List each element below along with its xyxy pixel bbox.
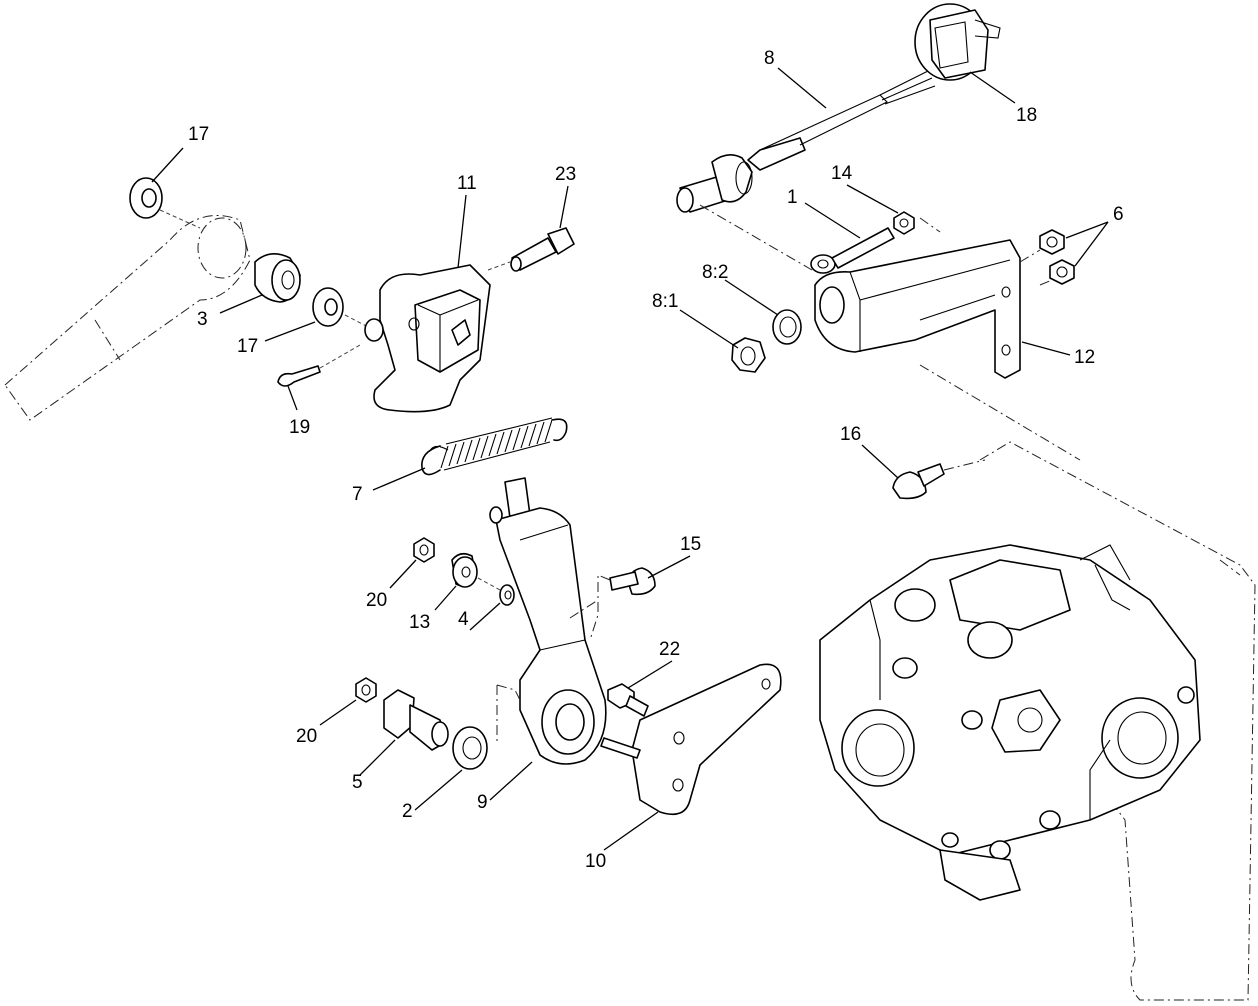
washer-4 (499, 584, 515, 606)
nut-20-lower (355, 677, 377, 703)
callout-1: 1 (787, 187, 798, 208)
callout-20-lower: 20 (296, 726, 317, 747)
callout-17-lower: 17 (237, 336, 258, 357)
callout-14: 14 (831, 163, 853, 184)
callout-18: 18 (1016, 105, 1037, 126)
bolt-22 (607, 683, 649, 717)
callout-8: 8 (764, 48, 775, 69)
pump-mount-plate-phantom (979, 441, 1256, 1001)
callout-10: 10 (585, 851, 606, 872)
callout-8-2: 8:2 (702, 262, 728, 283)
nut-8-1 (731, 337, 766, 373)
bolt-16 (892, 463, 945, 500)
pedal-arm-9 (489, 477, 607, 765)
washer-17-top (129, 177, 163, 219)
spring-7 (421, 417, 568, 476)
callout-23: 23 (555, 164, 576, 185)
bracket-12 (814, 239, 1021, 379)
callout-9: 9 (477, 792, 488, 813)
washer-17-lower (312, 287, 344, 327)
callout-3: 3 (197, 309, 208, 330)
hydraulic-pump (819, 544, 1201, 901)
spacer-13 (451, 552, 478, 588)
washer-2 (452, 726, 488, 770)
callout-13: 13 (409, 612, 430, 633)
callout-20-top: 20 (366, 590, 387, 611)
callout-11: 11 (457, 173, 477, 194)
sensor-8 (676, 69, 936, 213)
plate-10 (631, 663, 782, 816)
control-arm-phantom (4, 215, 251, 421)
connector-18 (914, 3, 1001, 81)
nut-6-b (1049, 259, 1075, 285)
callout-19: 19 (289, 417, 310, 438)
callout-12: 12 (1074, 347, 1095, 368)
callout-15: 15 (680, 534, 701, 555)
callout-7: 7 (352, 484, 363, 505)
callout-17-top: 17 (188, 124, 209, 145)
switch-bracket-11 (364, 264, 491, 413)
nut-14 (893, 211, 915, 235)
callout-8-1: 8:1 (652, 291, 678, 312)
bolt-23 (510, 227, 575, 272)
nut-6-a (1039, 229, 1065, 255)
lock-washer-8-2 (772, 309, 802, 345)
nut-20-top (413, 537, 435, 563)
leader-lines (151, 67, 1109, 851)
callout-22: 22 (659, 639, 680, 660)
callout-4: 4 (458, 609, 469, 630)
callout-labels: 17 3 17 19 11 23 8 18 14 1 6 8:2 8:1 12 … (188, 48, 1124, 872)
bolt-15 (609, 567, 656, 596)
stud-5 (383, 689, 449, 751)
bushing-3 (254, 253, 301, 303)
callout-2: 2 (402, 801, 413, 822)
callout-16: 16 (840, 424, 861, 445)
cotter-pin-19 (277, 365, 321, 387)
callout-5: 5 (352, 772, 363, 793)
callout-6: 6 (1113, 204, 1124, 225)
eye-bolt-1 (810, 227, 895, 274)
